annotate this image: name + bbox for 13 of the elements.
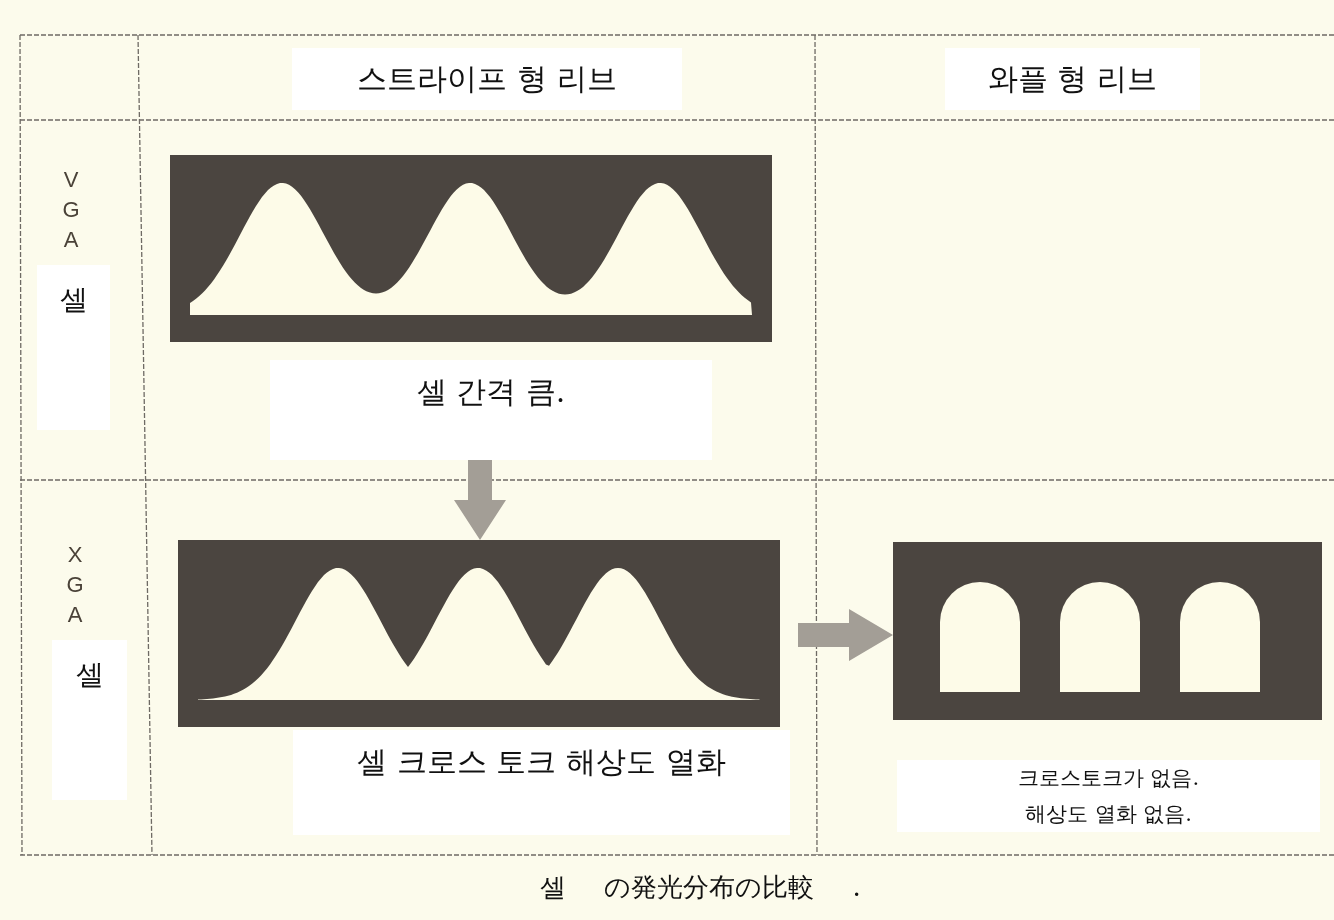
row-header: VGA [62, 166, 80, 254]
row-header: 셀 [37, 265, 110, 430]
caption-text: 셀 간격 큼. [415, 373, 567, 411]
caption-text: 셀 크로스 토크 해상도 열화 [356, 743, 727, 781]
column-header: 와플 형 리브 [945, 48, 1200, 110]
caption-text: 크로스토크가 없음. [1016, 765, 1201, 792]
block-arrow [798, 609, 893, 661]
row-header: XGA [66, 541, 84, 629]
caption-text: 해상도 열화 없음. [1024, 800, 1193, 828]
figure-caption: 셀 の発光分布の比較 . [540, 871, 861, 904]
block-arrow [454, 460, 506, 540]
row-header: 셀 [52, 640, 127, 800]
column-header: 스트라이프 형 리브 [292, 48, 682, 110]
